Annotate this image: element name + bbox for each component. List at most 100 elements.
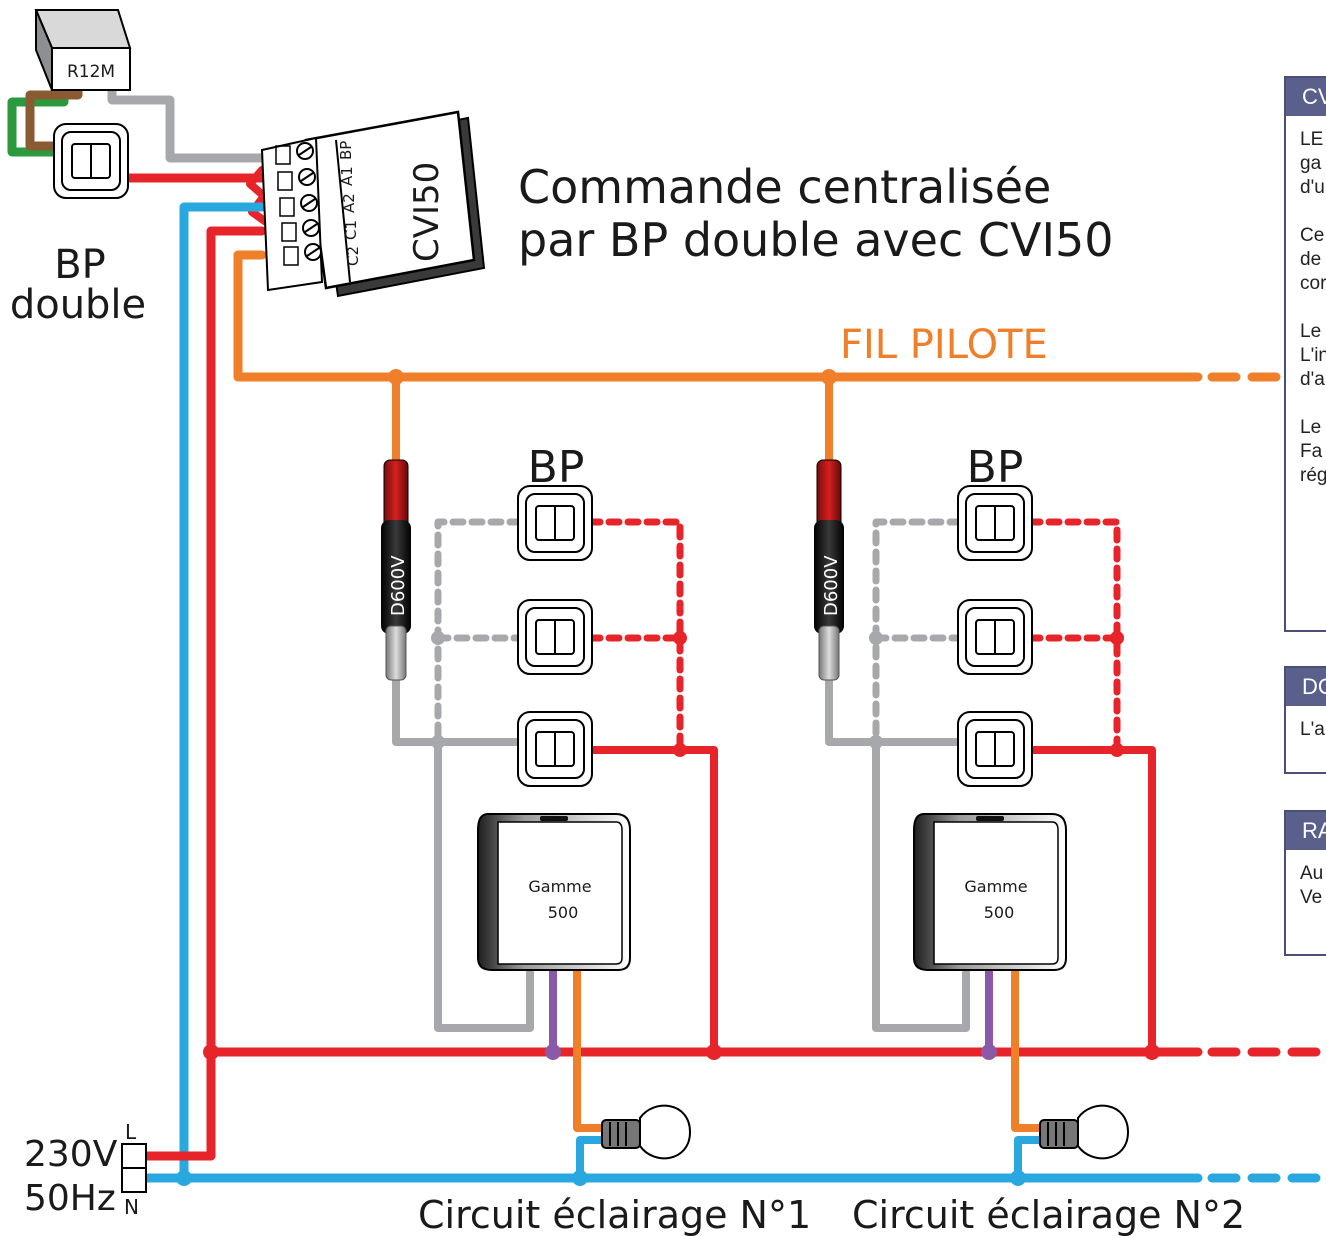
push-button xyxy=(957,599,1033,675)
junction-dot xyxy=(545,1044,561,1060)
grey-r12m-wire xyxy=(107,80,267,163)
supply-voltage: 230V xyxy=(24,1134,118,1175)
bp-label-circuit-2: BP xyxy=(967,442,1024,493)
side-panel-ra: RA Au Ve xyxy=(1284,810,1326,956)
red-cvi-wire xyxy=(206,226,267,1161)
cvi50-terminal-labels: BP A1 A2 C1 C2 xyxy=(337,141,362,266)
side-panel-text: LE ga d'u xyxy=(1300,129,1325,198)
side-panel-header: CV xyxy=(1286,78,1326,116)
gamme-label: 500 xyxy=(548,903,579,922)
junction-dot xyxy=(572,1170,588,1186)
side-panel-text: Au Ve xyxy=(1300,863,1324,908)
side-panel-body: Au Ve xyxy=(1286,850,1326,910)
pilot-wire xyxy=(233,250,1203,382)
bp-double-label-1: BP xyxy=(54,242,106,288)
side-panel-do: DO L'a xyxy=(1284,666,1326,774)
c1-red-return xyxy=(586,746,718,1056)
junction-dot xyxy=(673,631,687,645)
c1-red-dashed xyxy=(586,518,684,754)
side-panel-text: Le Fa rég xyxy=(1300,417,1326,486)
d600v-capacitor-2: D600V xyxy=(814,459,844,681)
push-button xyxy=(517,599,593,675)
gamme-500-module-1: Gamme 500 xyxy=(477,813,631,971)
junction-dot xyxy=(821,369,837,385)
bp-double-switch xyxy=(53,123,129,199)
side-panel-text: Ce de cor xyxy=(1300,225,1326,294)
r12m-module: R12M xyxy=(34,9,132,91)
junction-dot xyxy=(869,735,883,749)
junction-dot xyxy=(1010,1170,1026,1186)
cvi50-label: CVI50 xyxy=(407,162,447,262)
title-line-1: Commande centralisée xyxy=(518,160,1051,214)
c1-grey-loop xyxy=(434,738,534,1032)
junction-dot xyxy=(869,631,883,645)
c2-grey-dashed xyxy=(872,518,964,746)
gamme-label: Gamme xyxy=(964,877,1027,896)
title-line-2: par BP double avec CVI50 xyxy=(518,213,1114,267)
terminal-label: BP xyxy=(337,141,355,160)
blue-cvi-wire xyxy=(179,202,267,1183)
terminal-label: A1 xyxy=(338,166,356,186)
circuit-2-label: Circuit éclairage N°2 xyxy=(852,1193,1245,1236)
junction-dot xyxy=(706,1044,722,1060)
fil-pilote-label: FIL PILOTE xyxy=(840,322,1048,368)
supply-frequency: 50Hz xyxy=(24,1178,116,1219)
c2-grey-from-d600 xyxy=(825,676,964,746)
junction-dot xyxy=(431,735,445,749)
junction-dot xyxy=(203,1044,219,1060)
push-button xyxy=(517,485,593,561)
junction-dot xyxy=(673,743,687,757)
lamp-bulb-1 xyxy=(601,1104,692,1160)
side-panel-text: L'a xyxy=(1300,719,1325,740)
side-panel-header: RA xyxy=(1286,812,1326,850)
gamme-label: Gamme xyxy=(528,877,591,896)
junction-dots xyxy=(176,369,1160,1186)
bp-double-label-2: double xyxy=(10,282,146,328)
c1-blue-lamp xyxy=(576,1136,608,1182)
cvi50-screws xyxy=(296,142,322,261)
d600v-label: D600V xyxy=(821,555,842,616)
neutral-label: N xyxy=(124,1195,139,1219)
wires xyxy=(7,80,1326,1183)
r12m-label: R12M xyxy=(67,62,115,82)
junction-dot xyxy=(431,631,445,645)
c1-orange-lamp xyxy=(573,964,608,1132)
push-button xyxy=(957,711,1033,787)
push-button xyxy=(517,711,593,787)
c2-blue-lamp xyxy=(1014,1136,1046,1182)
d600v-label: D600V xyxy=(388,555,409,616)
gamme-label: 500 xyxy=(984,903,1015,922)
c2-orange-lamp xyxy=(1011,964,1046,1132)
c1-grey-from-d600 xyxy=(392,676,524,746)
junction-dot xyxy=(1110,631,1124,645)
side-panel-body: L'a xyxy=(1286,706,1326,742)
push-buttons xyxy=(517,485,1033,787)
junction-dot xyxy=(981,1044,997,1060)
bp-label-circuit-1: BP xyxy=(528,442,585,493)
junction-dot xyxy=(1110,743,1124,757)
brown-wire xyxy=(25,80,83,151)
cvi50-module: BP A1 A2 C1 C2 CVI50 xyxy=(260,110,486,298)
lamp-bulb-2 xyxy=(1039,1104,1130,1160)
side-panel-body: LE ga d'u Ce de cor Le L'in d'a Le Fa ré… xyxy=(1286,116,1326,488)
terminal-label: A2 xyxy=(340,193,358,213)
side-panel-cv: CV LE ga d'u Ce de cor Le L'in d'a Le Fa… xyxy=(1284,76,1326,632)
phase-label: L xyxy=(125,1120,137,1144)
c2-grey-loop xyxy=(872,738,970,1032)
gamme-500-module-2: Gamme 500 xyxy=(913,813,1067,971)
junction-dot xyxy=(388,369,404,385)
terminal-label: C1 xyxy=(342,220,360,240)
side-panel-text: Le L'in d'a xyxy=(1300,321,1326,390)
junction-dot xyxy=(1144,1044,1160,1060)
push-button xyxy=(957,485,1033,561)
supply-terminal xyxy=(121,1143,147,1193)
side-panel-header: DO xyxy=(1286,668,1326,706)
c2-red-dashed xyxy=(1026,518,1121,754)
terminal-label: C2 xyxy=(344,246,362,266)
cvi50-terminal-slots xyxy=(275,145,299,266)
c2-red-return xyxy=(1026,746,1156,1056)
d600v-capacitor-1: D600V xyxy=(381,459,411,681)
c1-grey-dashed xyxy=(434,518,524,746)
junction-dot xyxy=(176,1170,192,1186)
